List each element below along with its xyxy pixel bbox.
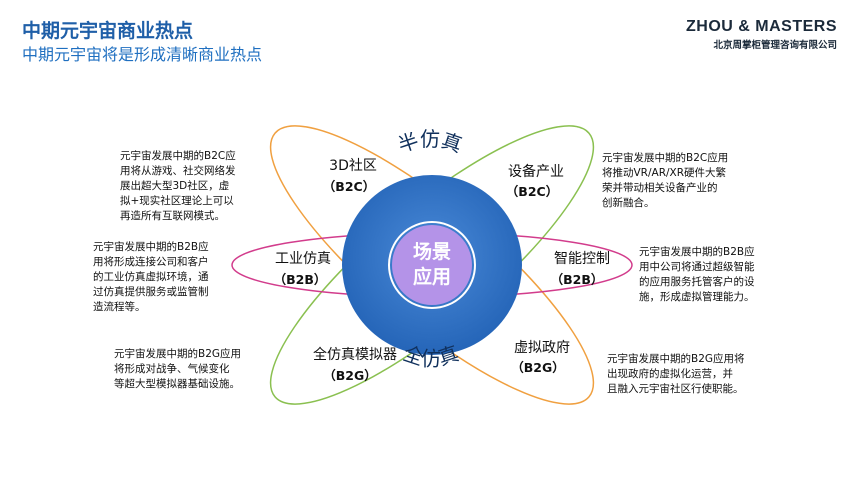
ring-label-top-path: 半仿真: [395, 127, 465, 157]
node-industrial-sim-name: 工业仿真: [275, 251, 331, 267]
page-subtitle: 中期元宇宙将是形成清晰商业热点: [22, 45, 263, 64]
node-device-industry-name: 设备产业: [508, 163, 564, 180]
desc-line: 过仿真提供服务或监管制: [93, 286, 209, 298]
desc-line: 的应用服务托管客户的设: [639, 276, 755, 288]
desc-line: 将形成对战争、气候变化: [114, 363, 230, 375]
center-label-line2: 应用: [413, 265, 451, 288]
ring-label-top: 半仿真: [395, 127, 465, 157]
node-virtual-gov-tag: （B2G）: [511, 360, 565, 375]
desc-line: 元宇宙发展中期的B2B应: [93, 241, 209, 253]
desc-line: 的工业仿真虚拟环境，通: [93, 271, 209, 283]
desc-line: 再造所有互联网模式。: [120, 210, 225, 222]
desc-line: 元宇宙发展中期的B2B应: [639, 246, 755, 258]
node-full-simulator-name: 全仿真模拟器: [313, 346, 397, 363]
desc-line: 将推动VR/AR/XR硬件大繁: [602, 167, 727, 179]
node-smart-control-name: 智能控制: [554, 251, 610, 267]
center-label-line1: 场景: [413, 241, 451, 263]
center-circle: [392, 225, 472, 305]
brand-name: ZHOU & MASTERS: [686, 18, 837, 35]
desc-line: 等超大型模拟器基础设施。: [114, 378, 240, 390]
desc-line: 拟+现实社区理论上可以: [120, 195, 234, 207]
desc-line: 且融入元宇宙社区行使职能。: [607, 383, 744, 395]
desc-line: 元宇宙发展中期的B2G应用将: [607, 353, 745, 365]
desc-line: 造流程等。: [93, 301, 146, 313]
desc-3d-community: 元宇宙发展中期的B2C应 用将从游戏、社交网络发 展出超大型3D社区，虚 拟+现…: [120, 149, 236, 224]
desc-line: 出现政府的虚拟化运营，并: [607, 368, 733, 380]
node-virtual-gov-name: 虚拟政府: [514, 340, 570, 356]
brand-company: 北京周掌柜管理咨询有限公司: [713, 40, 837, 51]
desc-line: 元宇宙发展中期的B2G应用: [114, 348, 242, 360]
desc-line: 用将从游戏、社交网络发: [120, 165, 236, 177]
desc-line: 用中公司将通过超级智能: [639, 261, 755, 273]
node-smart-control-tag: （B2B）: [551, 272, 604, 287]
brand-logo: ZHOU & MASTERS 北京周掌柜管理咨询有限公司: [686, 18, 837, 51]
desc-line: 元宇宙发展中期的B2C应: [120, 150, 236, 162]
desc-line: 元宇宙发展中期的B2C应用: [602, 152, 729, 164]
node-3d-community-tag: （B2C）: [323, 179, 375, 194]
node-3d-community-name: 3D社区: [329, 158, 377, 174]
desc-virtual-gov: 元宇宙发展中期的B2G应用将 出现政府的虚拟化运营，并 且融入元宇宙社区行使职能…: [607, 352, 745, 397]
node-industrial-sim-tag: （B2B）: [274, 272, 327, 287]
page-title: 中期元宇宙商业热点: [22, 20, 194, 42]
desc-line: 创新融合。: [602, 197, 655, 209]
inner-ring-border: [388, 221, 476, 309]
desc-full-simulator: 元宇宙发展中期的B2G应用 将形成对战争、气候变化 等超大型模拟器基础设施。: [114, 347, 241, 392]
desc-smart-control: 元宇宙发展中期的B2B应 用中公司将通过超级智能 的应用服务托管客户的设 施，形…: [639, 245, 755, 305]
desc-industrial-sim: 元宇宙发展中期的B2B应 用将形成连接公司和客户 的工业仿真虚拟环境，通 过仿真…: [93, 240, 209, 315]
desc-line: 用将形成连接公司和客户: [93, 256, 209, 268]
desc-line: 荣并带动相关设备产业的: [602, 182, 718, 194]
desc-line: 施，形成虚拟管理能力。: [639, 291, 755, 303]
desc-line: 展出超大型3D社区，虚: [120, 180, 230, 192]
desc-device-industry: 元宇宙发展中期的B2C应用 将推动VR/AR/XR硬件大繁 荣并带动相关设备产业…: [602, 151, 728, 211]
node-device-industry-tag: （B2C）: [506, 184, 558, 199]
node-full-simulator-tag: （B2G）: [323, 368, 377, 383]
